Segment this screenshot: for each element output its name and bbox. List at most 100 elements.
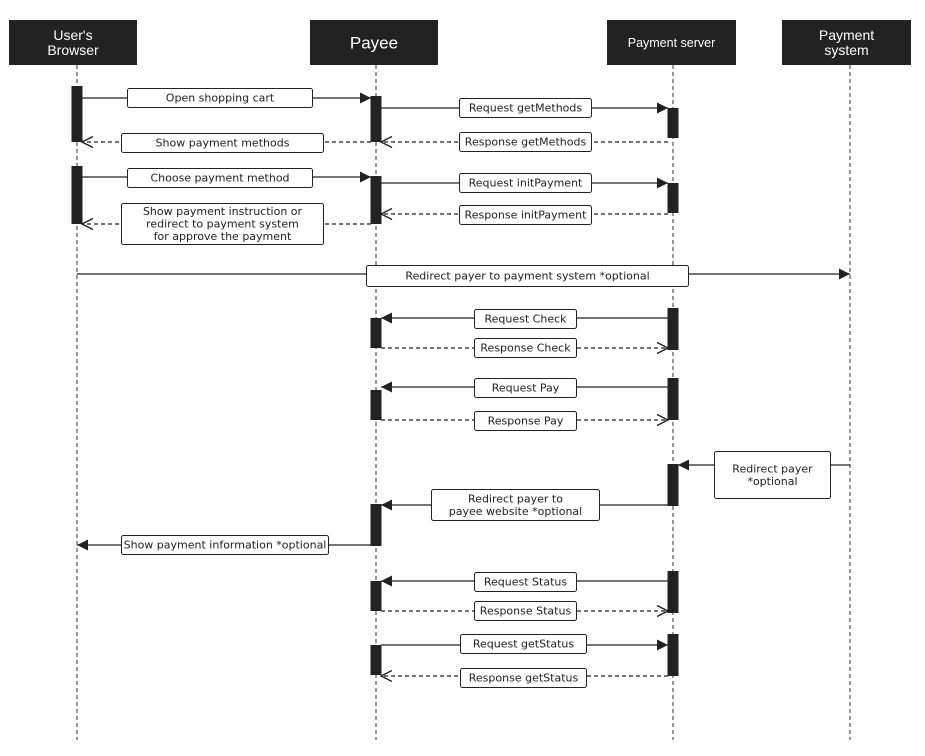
participant-label: User's xyxy=(53,27,92,43)
message-label: Show payment information *optional xyxy=(124,539,327,552)
message-label: Response Status xyxy=(480,605,572,618)
message-request-pay: Request Pay xyxy=(381,378,668,398)
message-label-box xyxy=(431,489,600,521)
activation-bar-server xyxy=(667,108,679,138)
message-label-box xyxy=(459,173,592,193)
arrowhead xyxy=(678,459,689,471)
message-label-box xyxy=(121,203,324,245)
message-label-box xyxy=(474,572,577,592)
message-show-info: Show payment information *optional xyxy=(77,535,376,555)
activation-bar-server xyxy=(667,634,679,676)
message-response-getmethods: Response getMethods xyxy=(379,132,668,152)
message-label-box xyxy=(474,309,577,329)
participant-box xyxy=(782,20,911,65)
message-label: *optional xyxy=(747,475,797,488)
arrowhead xyxy=(381,499,392,511)
activation-bar-server xyxy=(667,571,679,613)
activation-bar-payee xyxy=(370,581,382,611)
message-response-status: Response Status xyxy=(381,601,670,621)
activation-bar-payee xyxy=(370,318,382,348)
participant-payee: Payee xyxy=(310,20,438,65)
activation-bar-payee xyxy=(370,504,382,546)
message-response-pay: Response Pay xyxy=(381,411,670,431)
message-label: Request getMethods xyxy=(469,102,582,115)
message-label-box xyxy=(121,535,329,555)
arrowhead xyxy=(379,669,393,683)
message-label-box xyxy=(460,668,587,688)
message-redirect-to-system: Redirect payer to payment system *option… xyxy=(77,265,850,287)
participant-label: Payment xyxy=(819,27,874,43)
message-label-box xyxy=(127,88,313,108)
message-label: Redirect payer to xyxy=(468,492,563,505)
activation-bar-server xyxy=(667,378,679,420)
arrowhead xyxy=(381,312,392,324)
participant-server: Payment server xyxy=(607,20,736,65)
participant-label: Browser xyxy=(47,42,99,58)
message-label-box xyxy=(474,378,577,398)
activation-bar-browser xyxy=(71,166,83,224)
message-label-box xyxy=(460,634,587,654)
activation-bar-payee xyxy=(370,176,382,224)
participant-label: system xyxy=(824,42,868,58)
arrowhead xyxy=(77,539,88,551)
message-label: Request Status xyxy=(484,576,567,589)
arrowhead xyxy=(657,102,668,114)
message-label: Response getMethods xyxy=(465,136,587,149)
message-label: Request Check xyxy=(484,313,567,326)
activation-bar-payee xyxy=(370,390,382,420)
message-label: Response getStatus xyxy=(469,672,579,685)
participant-label: Payment server xyxy=(628,36,716,50)
message-label-box xyxy=(474,338,577,358)
message-label: for approve the payment xyxy=(154,230,292,243)
message-label-box xyxy=(474,601,577,621)
activations xyxy=(71,86,679,676)
message-label-box xyxy=(459,98,592,118)
message-response-getstatus: Response getStatus xyxy=(379,668,668,688)
message-label-box xyxy=(121,133,324,153)
message-response-initpayment: Response initPayment xyxy=(379,205,668,225)
activation-bar-server xyxy=(667,464,679,506)
message-label: Response Check xyxy=(480,342,571,355)
message-label: payee website *optional xyxy=(449,505,582,518)
message-request-initpayment: Request initPayment xyxy=(381,173,668,193)
message-label: redirect to payment system xyxy=(146,218,299,231)
activation-bar-browser xyxy=(71,86,83,142)
message-label-box xyxy=(474,411,577,431)
message-label-box xyxy=(459,132,592,152)
message-show-methods: Show payment methods xyxy=(80,133,371,153)
participant-box xyxy=(607,20,736,65)
activation-bar-payee xyxy=(370,96,382,142)
participant-box xyxy=(310,20,438,65)
activation-bar-server xyxy=(667,183,679,213)
participant-box xyxy=(9,20,137,65)
activation-bar-payee xyxy=(370,645,382,675)
message-label: Show payment methods xyxy=(156,137,290,150)
arrowhead xyxy=(360,171,371,183)
message-request-getstatus: Request getStatus xyxy=(381,634,668,654)
message-label: Request initPayment xyxy=(469,177,583,190)
arrowhead xyxy=(657,177,668,189)
message-label: Response Pay xyxy=(488,415,564,428)
arrowhead xyxy=(839,268,850,280)
message-request-status: Request Status xyxy=(381,572,668,592)
message-response-check: Response Check xyxy=(381,338,670,358)
message-label: Redirect payer xyxy=(732,462,813,475)
arrowhead xyxy=(381,381,392,393)
message-label: Show payment instruction or xyxy=(143,205,303,218)
message-label: Request Pay xyxy=(492,382,560,395)
message-redirect-payer: Redirect payer*optional xyxy=(678,451,850,499)
message-label: Open shopping cart xyxy=(166,92,275,105)
message-label: Choose payment method xyxy=(150,172,289,185)
message-choose-method: Choose payment method xyxy=(82,168,371,188)
arrowhead xyxy=(360,92,371,104)
participant-label: Payee xyxy=(350,33,398,52)
message-label: Response initPayment xyxy=(465,209,588,222)
message-label-box xyxy=(714,451,831,499)
arrowhead xyxy=(657,639,668,651)
